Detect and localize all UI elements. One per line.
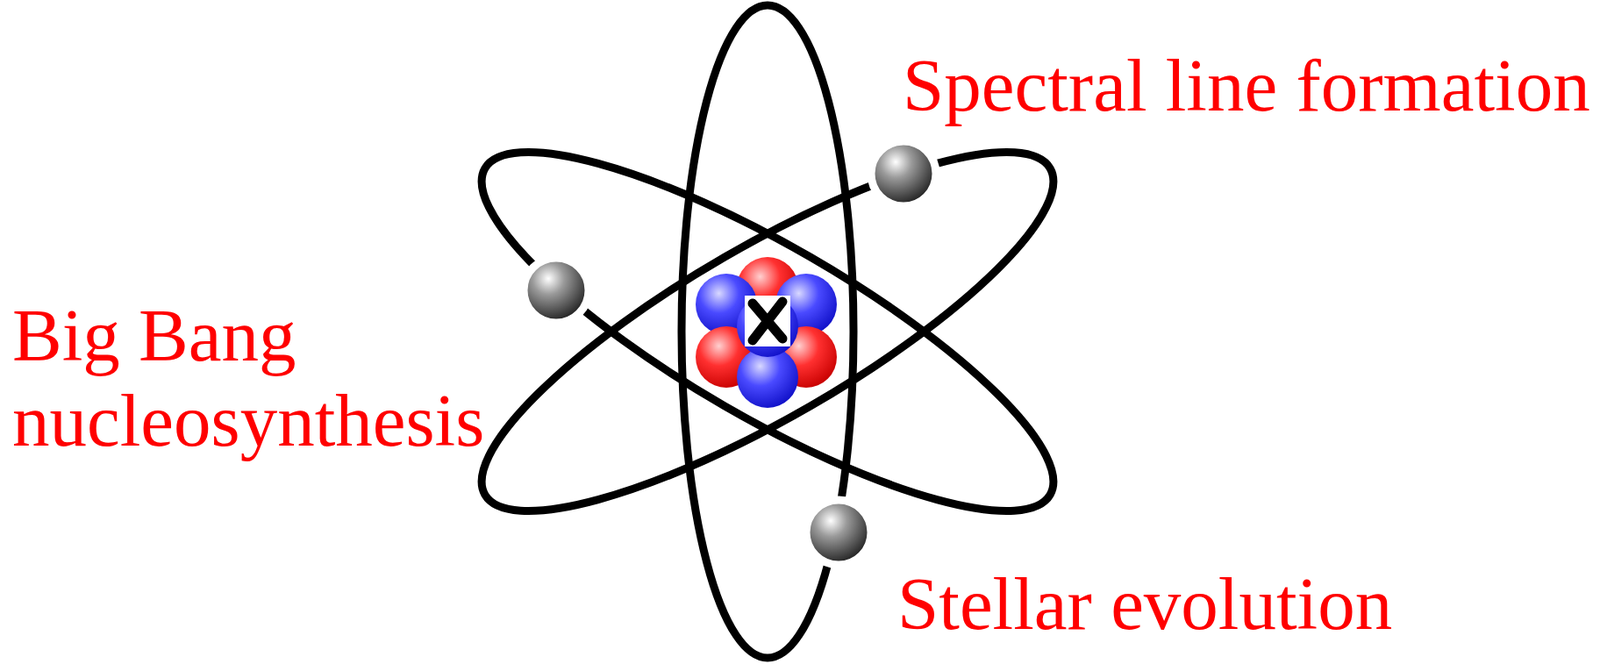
electron <box>871 141 936 207</box>
orbit <box>442 93 1093 570</box>
orbit <box>442 93 1093 570</box>
electron <box>806 500 872 565</box>
electrons <box>523 141 936 565</box>
annotation-label: Spectral line formation <box>902 48 1591 123</box>
annotation-label: Stellar evolution <box>897 566 1393 642</box>
annotation-label: Big Bang nucleosynthesis <box>12 292 491 464</box>
cross-mark <box>752 301 783 341</box>
mark-box <box>744 295 791 347</box>
neutron <box>736 295 799 358</box>
electron <box>523 257 589 323</box>
nucleus <box>695 257 837 408</box>
